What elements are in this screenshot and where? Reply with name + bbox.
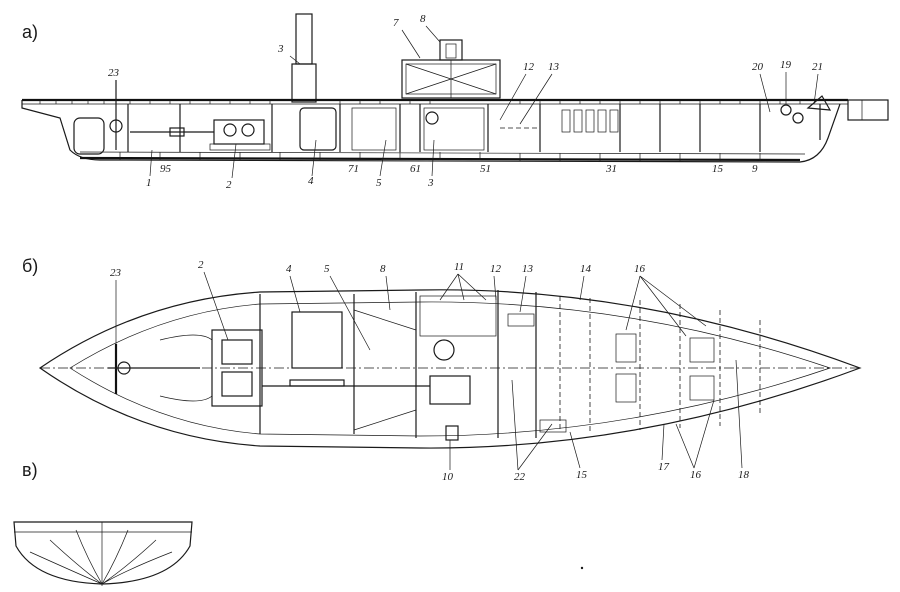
label-2-plan: 2 xyxy=(198,259,204,271)
label-61: 61 xyxy=(410,163,421,175)
rudder xyxy=(73,117,105,155)
label-5-plan: 5 xyxy=(324,263,330,275)
label-7: 7 xyxy=(393,17,399,29)
plan-view-labels: 23 2 4 5 8 11 12 13 14 16 10 22 15 17 16… xyxy=(110,259,750,483)
panel-label-c: в) xyxy=(22,460,38,480)
label-8-plan: 8 xyxy=(380,263,386,275)
label-15-side: 15 xyxy=(712,163,724,175)
label-5-side: 5 xyxy=(376,177,382,189)
label-23-side: 23 xyxy=(108,67,120,79)
label-3-bottom: 3 xyxy=(427,177,434,189)
label-20: 20 xyxy=(752,61,764,73)
label-16-top: 16 xyxy=(634,263,646,275)
plan-leaders xyxy=(115,271,743,471)
label-3-top: 3 xyxy=(277,43,284,55)
label-71: 71 xyxy=(348,163,359,175)
label-2-side: 2 xyxy=(226,179,232,191)
deck-ticks xyxy=(39,100,801,104)
label-22: 22 xyxy=(514,471,526,483)
plan-hull-outline xyxy=(38,289,862,449)
label-13: 13 xyxy=(548,61,560,73)
label-16-bottom: 16 xyxy=(690,469,702,481)
label-23-plan: 23 xyxy=(110,267,122,279)
panel-label-a: а) xyxy=(22,22,39,42)
side-view xyxy=(21,13,889,163)
label-17: 17 xyxy=(658,461,670,473)
bridge xyxy=(401,39,501,99)
plan-propeller xyxy=(108,344,200,394)
funnel xyxy=(295,13,313,65)
label-12-plan: 12 xyxy=(490,263,502,275)
label-11: 11 xyxy=(454,261,464,273)
label-21: 21 xyxy=(812,61,823,73)
cabin-windows xyxy=(561,109,619,133)
label-14: 14 xyxy=(580,263,592,275)
side-leaders xyxy=(115,25,819,179)
side-view-labels: 3 7 8 12 13 20 19 21 23 1 95 2 4 71 5 61… xyxy=(108,13,823,191)
label-10: 10 xyxy=(442,471,454,483)
label-8: 8 xyxy=(420,13,426,25)
label-9: 9 xyxy=(752,163,758,175)
label-51: 51 xyxy=(480,163,491,175)
label-15-plan: 15 xyxy=(576,469,588,481)
label-31: 31 xyxy=(605,163,617,175)
engine xyxy=(130,119,271,151)
label-4-side: 4 xyxy=(308,175,314,187)
label-13-plan: 13 xyxy=(522,263,534,275)
panel-label-b: б) xyxy=(22,256,39,276)
label-12: 12 xyxy=(523,61,535,73)
plan-view xyxy=(38,289,862,449)
label-4-plan: 4 xyxy=(286,263,292,275)
hull-outline xyxy=(21,100,841,163)
cross-section xyxy=(13,521,193,586)
label-1: 1 xyxy=(146,177,152,189)
label-95: 95 xyxy=(160,163,172,175)
label-19: 19 xyxy=(780,59,792,71)
label-18: 18 xyxy=(738,469,750,481)
